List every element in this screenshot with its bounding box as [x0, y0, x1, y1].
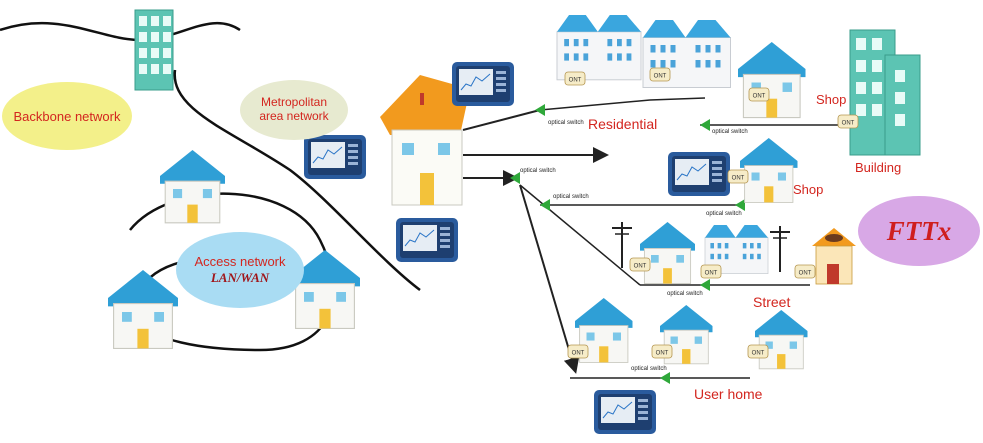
backbone-network-label: Backbone network [2, 82, 132, 150]
ont-box: ONT [747, 344, 769, 359]
user-home-house-icon [754, 309, 809, 370]
optical-switch-label: optical switch [706, 211, 742, 217]
ont-box: ONT [700, 264, 722, 279]
shop-apartment-icon [739, 137, 799, 203]
shop-apartment-icon [737, 41, 807, 119]
ont-box: ONT [794, 264, 816, 279]
fttx-label: FTTx [858, 196, 980, 266]
otdr-device-icon [667, 151, 731, 197]
switch-branch [540, 199, 550, 211]
ont-label: ONT [753, 94, 766, 100]
metro-text-line1: Metropolitan [260, 95, 328, 110]
ont-label: ONT [752, 351, 765, 357]
ont-box: ONT [629, 257, 651, 272]
optical-switch-label: optical switch [631, 366, 667, 372]
ont-label: ONT [572, 351, 585, 357]
user-home-label: User home [694, 386, 763, 402]
ont-label: ONT [634, 264, 647, 270]
ont-box: ONT [837, 114, 859, 129]
street-label: Street [753, 294, 791, 310]
optical-switch-label: optical switch [520, 168, 556, 174]
ont-box: ONT [727, 169, 749, 184]
shop-label-mid: Shop [793, 182, 824, 197]
access-text-line1: Access network [194, 254, 286, 270]
residential-feeder [462, 109, 541, 131]
optical-switch-label: optical switch [548, 120, 584, 126]
ont-box: ONT [649, 67, 671, 82]
access-text-line2: LAN/WAN [210, 270, 270, 285]
otdr-device-icon [395, 217, 459, 263]
switch-shop-mid [735, 199, 745, 211]
office-building-icon [849, 29, 921, 156]
residential-apartment-icon [556, 14, 642, 81]
street-house-icon [639, 221, 696, 285]
ont-label: ONT [705, 271, 718, 277]
switch-street [700, 279, 710, 291]
metro-text-line2: area network [259, 109, 329, 123]
ont-box: ONT [748, 87, 770, 102]
residential-label: Residential [588, 116, 658, 132]
cafe-icon [812, 228, 856, 285]
central-office-icon [380, 75, 470, 206]
backbone-building-icon [134, 9, 174, 91]
backbone-network-text: Backbone network [13, 108, 121, 124]
optical-switch-label: optical switch [667, 291, 703, 297]
ont-label: ONT [656, 351, 669, 357]
optical-switch-label: optical switch [712, 129, 748, 135]
access-house-icon [159, 149, 226, 224]
building-label: Building [855, 160, 902, 175]
switch-residential [535, 104, 545, 116]
ont-label: ONT [569, 78, 582, 84]
ont-box: ONT [567, 344, 589, 359]
otdr-device-icon [303, 134, 367, 180]
ont-label: ONT [732, 176, 745, 182]
otdr-device-icon [593, 389, 657, 435]
utility-pole-icon [769, 225, 791, 273]
ont-box: ONT [651, 344, 673, 359]
ont-label: ONT [842, 121, 855, 127]
access-house-icon [107, 269, 179, 350]
backbone-cable [0, 21, 241, 42]
ont-label: ONT [654, 74, 667, 80]
ont-box: ONT [564, 71, 586, 86]
ont-label: ONT [799, 271, 812, 277]
utility-pole-icon [611, 221, 633, 269]
otdr-device-icon [451, 61, 515, 107]
metro-cable [173, 69, 421, 291]
access-network-label: Access network LAN/WAN [176, 232, 304, 308]
shop-label-top: Shop [816, 92, 847, 107]
switch-shop [700, 119, 710, 131]
optical-switch-label: optical switch [553, 194, 589, 200]
metropolitan-network-label: Metropolitan area network [240, 80, 348, 140]
switch-main [510, 172, 520, 184]
switch-user-home [660, 372, 670, 384]
fttx-text: FTTx [886, 215, 952, 246]
